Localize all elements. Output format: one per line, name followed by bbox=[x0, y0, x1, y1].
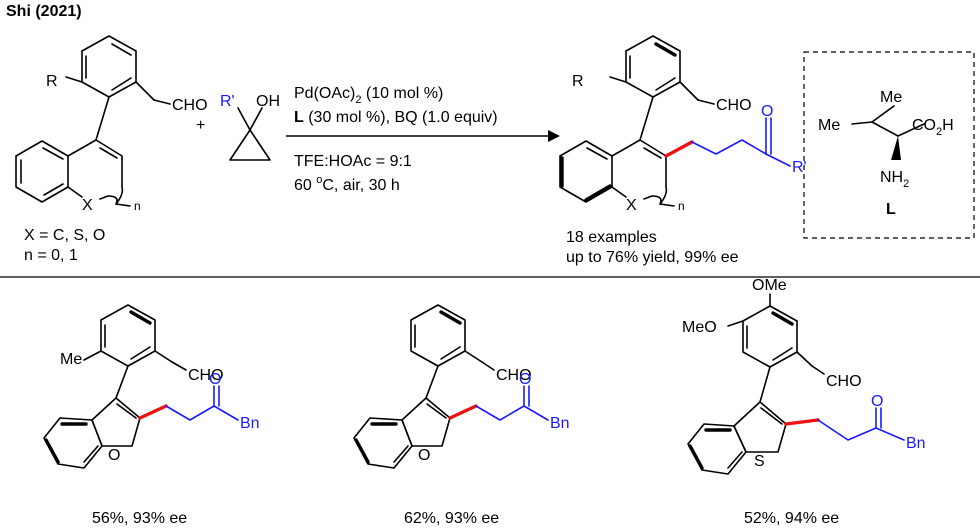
ex2-benzyl-label: Bn bbox=[550, 415, 570, 432]
ex1-ketone-o-label: O bbox=[209, 371, 221, 388]
fused-benzo-ring bbox=[15, 140, 69, 203]
ex3-methoxy-left: MeO bbox=[682, 319, 717, 336]
ex3-aldehyde-label: CHO bbox=[826, 373, 862, 390]
cyclopropane-ring bbox=[229, 129, 271, 161]
aryl-ring bbox=[81, 35, 137, 98]
aldehyde-label: CHO bbox=[172, 97, 208, 114]
ligand-methyl-2: Me bbox=[818, 117, 840, 134]
hydroxyl-label: OH bbox=[256, 93, 280, 110]
example-2-structure: CHO O Bn O bbox=[353, 304, 570, 469]
product-aryl-ring bbox=[625, 35, 681, 98]
ex2-ketone-o-label: O bbox=[519, 371, 531, 388]
product-aldehyde-label: CHO bbox=[716, 97, 752, 114]
ex3-thiophene-s-label: S bbox=[754, 453, 765, 470]
heteroatom-x-label: X bbox=[82, 197, 93, 214]
ketone-chain bbox=[691, 139, 767, 155]
ligand-label: L bbox=[886, 201, 896, 218]
ex2-benzo-ring bbox=[353, 417, 413, 469]
new-cc-bond bbox=[664, 140, 694, 158]
reaction-arrow-head bbox=[548, 130, 560, 142]
product-x-label: X bbox=[626, 197, 637, 214]
ex1-furan-ring bbox=[91, 397, 141, 447]
ligand-loading-text: L (30 mol %), BQ (1.0 equiv) bbox=[294, 109, 498, 126]
product-ketone-o-label: O bbox=[761, 103, 773, 120]
cyclopropanol-structure: R' OH bbox=[220, 93, 280, 161]
product-structure: R CHO O R' X n bbox=[559, 35, 807, 214]
ligand-dashed-border bbox=[803, 51, 975, 239]
r-substituent-label: R bbox=[46, 73, 58, 90]
ex2-caption: 62%, 93% ee bbox=[404, 510, 499, 527]
example-3-structure: OMe MeO CHO O Bn S bbox=[682, 277, 926, 475]
r-prime-label: R' bbox=[220, 93, 235, 110]
ex3-aryl-ring bbox=[742, 305, 798, 368]
ex1-caption: 56%, 93% ee bbox=[92, 510, 187, 527]
ex3-methoxy-top: OMe bbox=[752, 277, 787, 294]
ex1-benzyl-label: Bn bbox=[240, 415, 260, 432]
ligand-amine: NH2 bbox=[880, 169, 909, 190]
n-definition: n = 0, 1 bbox=[24, 247, 78, 264]
ex3-ketone-o-label: O bbox=[871, 393, 883, 410]
product-r-label: R bbox=[572, 73, 584, 90]
ex1-aryl-ring bbox=[100, 304, 156, 367]
product-n-label: n bbox=[678, 199, 685, 213]
ex3-ketone-chain bbox=[817, 419, 905, 441]
ex2-furan-o-label: O bbox=[418, 447, 430, 464]
product-r-prime-label: R' bbox=[792, 159, 807, 176]
ex1-aldehyde-label: CHO bbox=[188, 367, 224, 384]
catalyst-text: Pd(OAc)2 (10 mol %) bbox=[294, 85, 443, 106]
ex3-benzyl-label: Bn bbox=[906, 435, 926, 452]
ex2-furan-ring bbox=[401, 397, 451, 447]
scheme-title: Shi (2021) bbox=[6, 3, 82, 20]
ex2-aldehyde-label: CHO bbox=[496, 367, 532, 384]
heteroring-bonds bbox=[67, 139, 123, 188]
ex2-aryl-ring bbox=[410, 304, 466, 367]
ex3-caption: 52%, 94% ee bbox=[744, 510, 839, 527]
ex1-furan-o-label: O bbox=[108, 447, 120, 464]
product-heteroring-bonds bbox=[611, 139, 667, 188]
examples-count: 18 examples bbox=[566, 229, 657, 246]
temperature-text: 60 oC, air, 30 h bbox=[294, 174, 400, 194]
reactant-1-structure: R CHO X n bbox=[15, 35, 208, 214]
ex1-methyl-label: Me bbox=[60, 351, 82, 368]
ex3-benzo-ring bbox=[687, 423, 747, 475]
ligand-methyl-1: Me bbox=[880, 89, 902, 106]
solvent-text: TFE:HOAc = 9:1 bbox=[294, 153, 412, 170]
reaction-conditions: Pd(OAc)2 (10 mol %) L (30 mol %), BQ (1.… bbox=[286, 85, 560, 194]
ligand-carboxyl: CO2H bbox=[912, 117, 954, 138]
ex1-new-cc-bond bbox=[138, 404, 168, 420]
ex3-new-cc-bond bbox=[784, 418, 820, 426]
ex3-thiophene-ring bbox=[733, 401, 787, 453]
stereo-wedge-bond bbox=[891, 136, 901, 160]
ligand-box: Me Me CO2H NH2 L bbox=[803, 51, 975, 239]
product-benzo-ring bbox=[559, 140, 613, 203]
ex2-new-cc-bond bbox=[448, 404, 478, 420]
ring-size-n-label: n bbox=[134, 199, 141, 213]
ex1-benzo-ring bbox=[43, 417, 103, 469]
ex2-ketone-chain bbox=[475, 405, 549, 421]
ex1-ketone-chain bbox=[165, 405, 239, 421]
plus-sign: + bbox=[196, 117, 205, 134]
example-1-structure: Me CHO O Bn O bbox=[43, 304, 260, 469]
yield-summary: up to 76% yield, 99% ee bbox=[566, 249, 739, 266]
x-definition: X = C, S, O bbox=[24, 227, 105, 244]
